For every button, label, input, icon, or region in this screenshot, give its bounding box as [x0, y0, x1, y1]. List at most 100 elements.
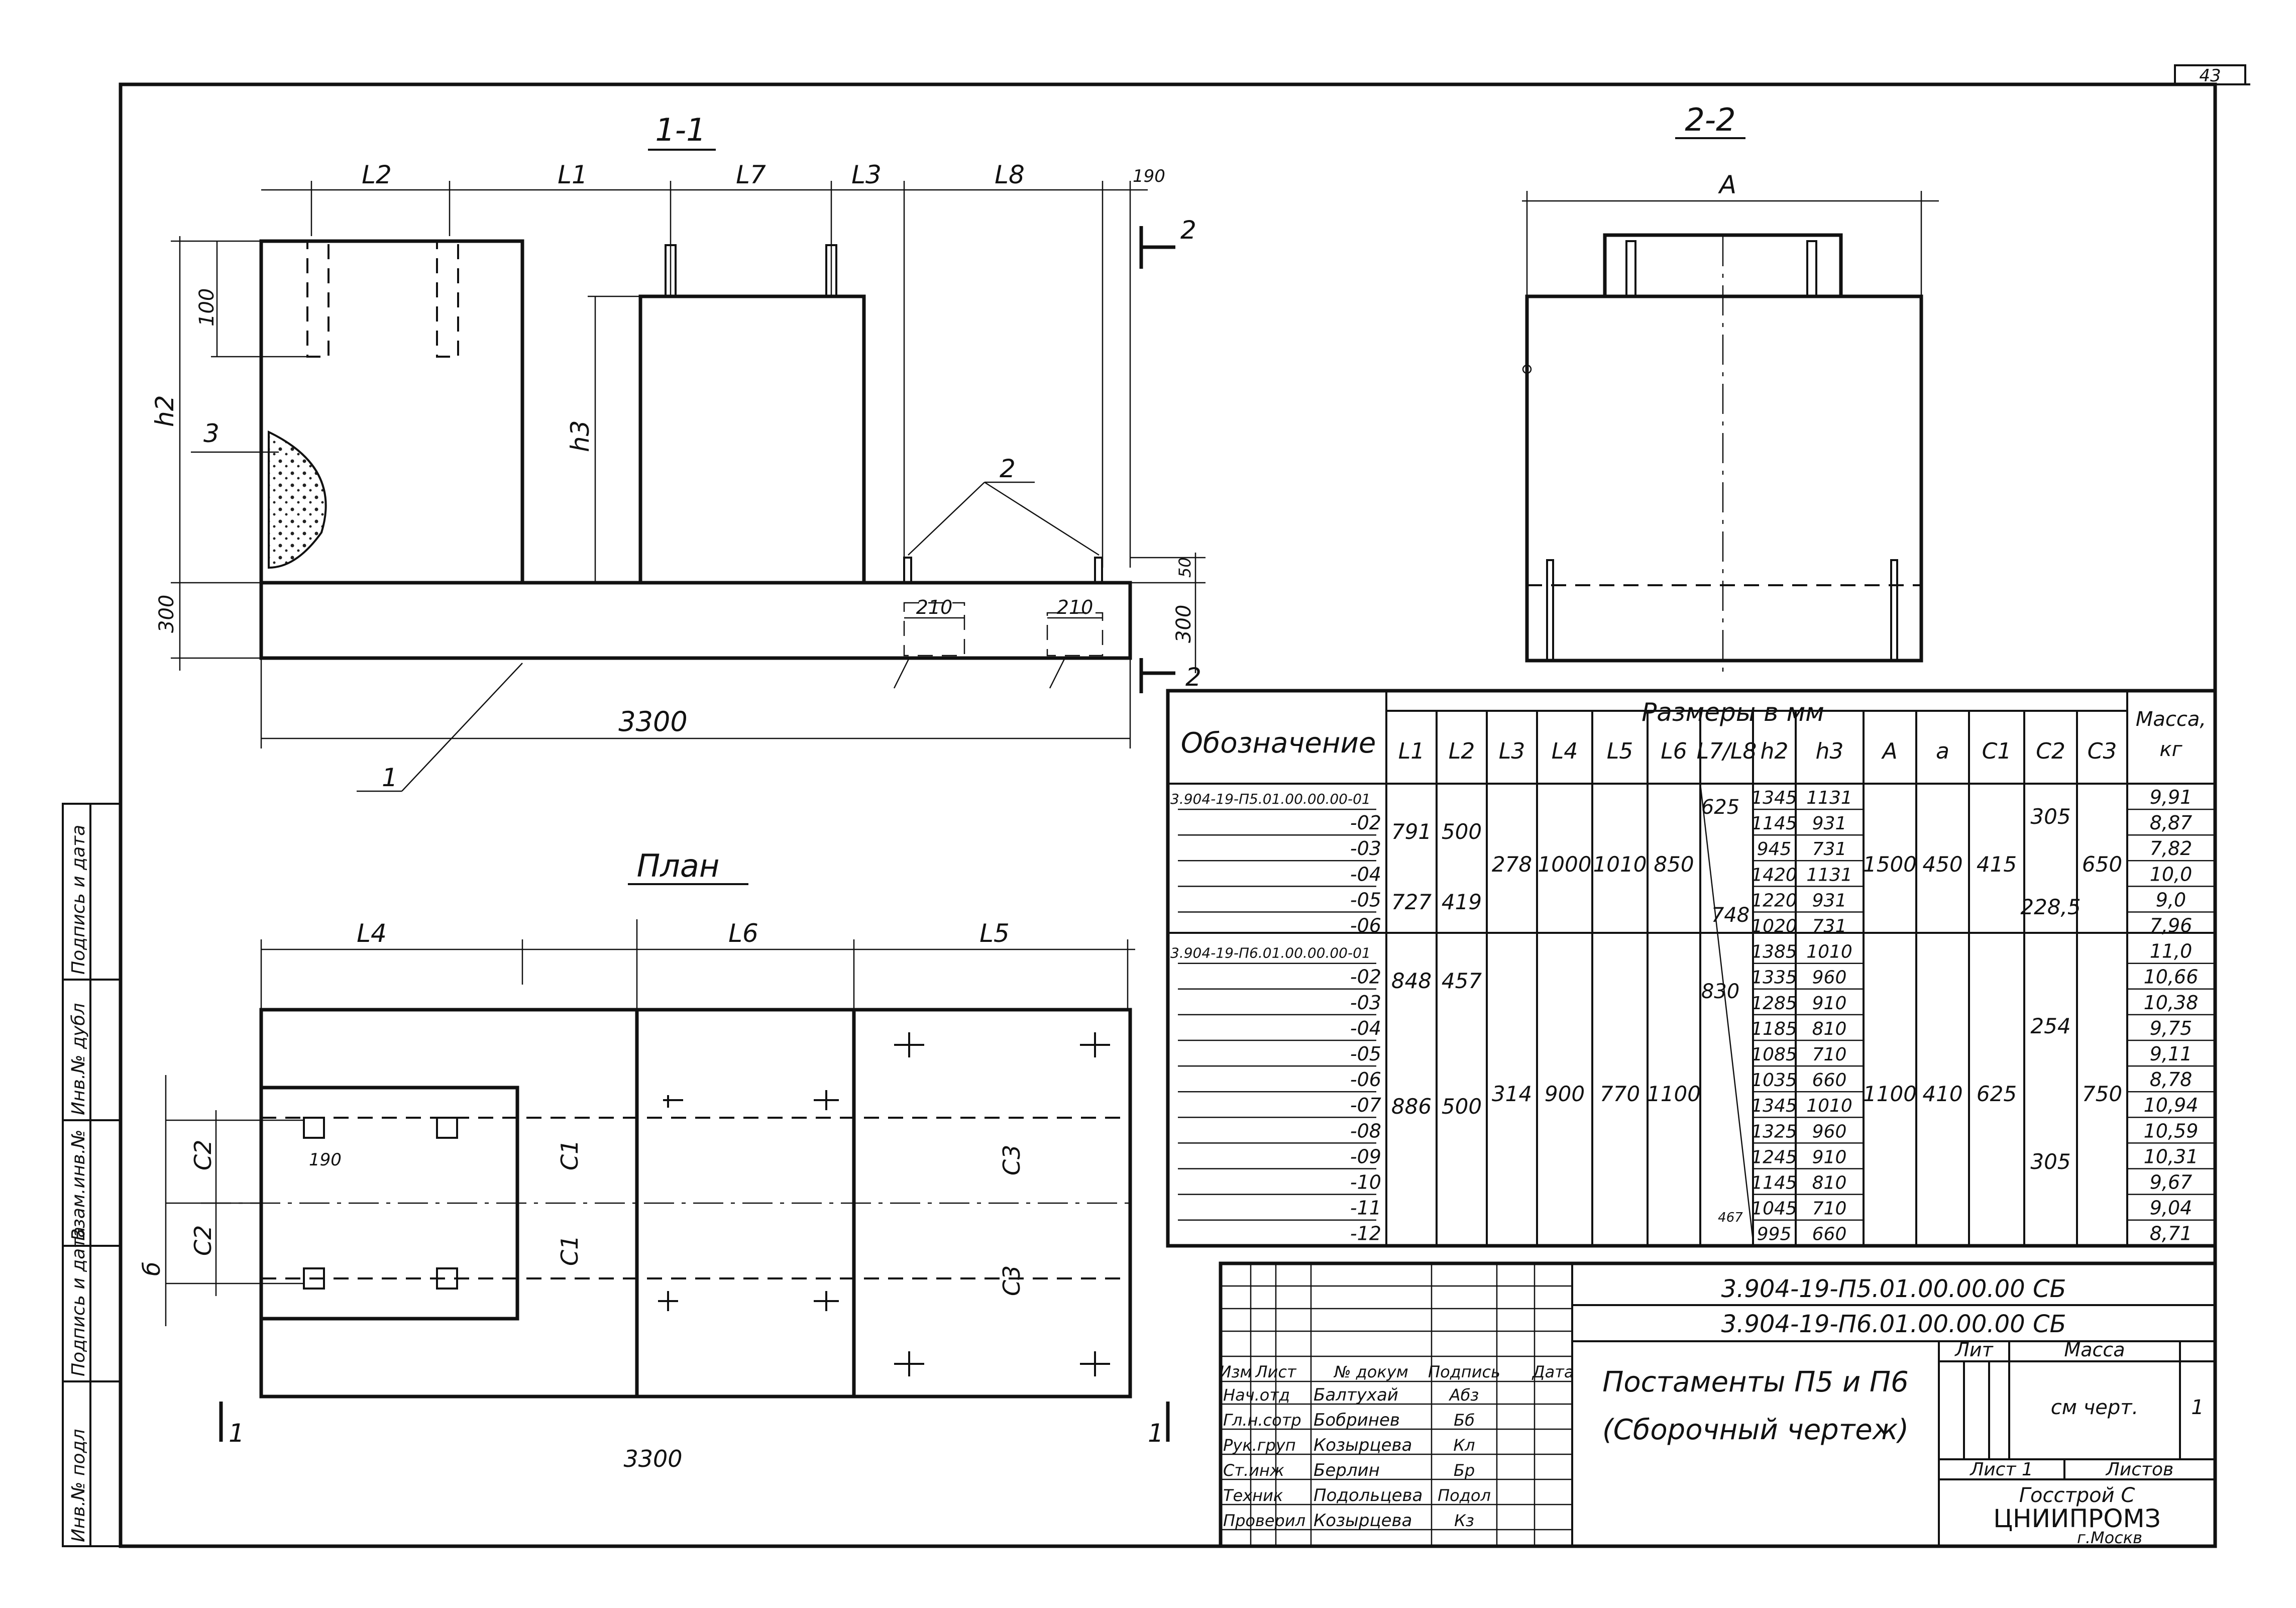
col-header: C1 [1982, 738, 2012, 764]
staff-role: Нач.отд [1223, 1385, 1290, 1405]
cell-mass: 10,94 [2144, 1094, 2199, 1116]
cell-h3: 1010 [1806, 1096, 1852, 1116]
dim-total-3300-plan: 3300 [623, 1445, 682, 1472]
dim-b: б [138, 1262, 165, 1276]
staff-role: Гл.н.сотр [1223, 1411, 1301, 1430]
staff-sign: Бр [1454, 1461, 1475, 1480]
section-1-1-title: 1-1 [655, 112, 706, 148]
org-line-3: г.Москв [2077, 1528, 2142, 1547]
cell-C3: 750 [2082, 1082, 2122, 1106]
dim-100: 100 [195, 288, 218, 327]
sheets-label: Листов [2105, 1459, 2173, 1480]
callout-3: 3 [203, 419, 220, 448]
dim-A: A [1718, 170, 1736, 199]
dim-190-plan: 190 [309, 1150, 342, 1170]
title-header-cell: Дата [1532, 1362, 1574, 1381]
cell-h2: 1245 [1751, 1147, 1797, 1167]
staff-name: Подольцева [1314, 1485, 1423, 1506]
org-line-2: ЦНИИПРОМЗ [1993, 1504, 2161, 1533]
cell-h3: 960 [1812, 968, 1847, 988]
dim-L4: L4 [357, 919, 387, 948]
col-header: L5 [1607, 738, 1633, 764]
cell-h2: 1420 [1751, 865, 1797, 885]
cell-h3: 1010 [1806, 942, 1852, 962]
dim-C2-upper: C2 [189, 1140, 216, 1170]
cell-h2: 1145 [1751, 1173, 1797, 1194]
cell-mass: 8,71 [2150, 1223, 2193, 1245]
col-header: L3 [1499, 738, 1525, 764]
cell-C3: 650 [2082, 852, 2122, 877]
row-designation: -11 [1350, 1197, 1381, 1219]
cell-a: 410 [1922, 1082, 1962, 1106]
cell-A: 1100 [1863, 1082, 1917, 1106]
callout-1: 1 [382, 763, 398, 792]
row-designation: -02 [1350, 812, 1381, 834]
cell-h2: 1285 [1751, 993, 1797, 1014]
cell-h2: 1035 [1751, 1070, 1797, 1091]
sheet-label: Лист 1 [1969, 1459, 2033, 1480]
cell-h3: 1131 [1806, 788, 1852, 808]
cell-L7: 830 [1701, 980, 1739, 1003]
cell-mass: 8,87 [2150, 812, 2193, 834]
cell-mass: 9,11 [2150, 1043, 2193, 1065]
cell-A: 1500 [1863, 852, 1917, 877]
row-designation: 3.904-19-П5.01.00.00.00-01 [1170, 791, 1371, 807]
plan-view: План L4 L6 L5 190 [138, 847, 1170, 1472]
col-header: L7/L8 [1697, 738, 1757, 764]
cell-L4: 900 [1545, 1082, 1585, 1106]
cell-h3: 1131 [1806, 865, 1852, 885]
dim-total-3300: 3300 [618, 706, 687, 737]
row-designation: -12 [1350, 1223, 1381, 1245]
table-mass-header-1: Масса, [2136, 708, 2206, 731]
row-designation: -02 [1350, 966, 1381, 988]
dim-C2-lower: C2 [189, 1225, 216, 1256]
lit-label: Лит [1954, 1339, 1994, 1361]
row-designation: -03 [1350, 837, 1381, 860]
dim-300-left: 300 [155, 595, 178, 633]
cell-h3: 810 [1812, 1019, 1847, 1039]
staff-name: Козырцева [1314, 1511, 1412, 1531]
dim-190: 190 [1133, 166, 1165, 186]
row-designation: -10 [1350, 1171, 1381, 1194]
section-1-1-view: 1-1 L2 L1 L7 L3 L8 190 [150, 112, 1206, 792]
dim-210-b: 210 [1057, 596, 1094, 618]
col-header: L2 [1449, 738, 1475, 764]
cut-2-bottom: 2 [1185, 663, 1201, 692]
cell-C2: 305 [2030, 804, 2070, 829]
staff-sign: Кз [1454, 1511, 1474, 1530]
row-designation: -07 [1350, 1094, 1381, 1116]
dim-L2: L2 [362, 160, 392, 189]
callout-2: 2 [1000, 454, 1016, 483]
cell-h2: 1385 [1751, 942, 1797, 962]
title-block: 3.904-19-П5.01.00.00.00 СБ 3.904-19-П6.0… [1219, 1261, 2217, 1548]
side-stamp-label: Подпись и дата [68, 825, 89, 975]
row-designation: -03 [1350, 992, 1381, 1014]
page-number: 43 [2199, 66, 2221, 86]
dim-L7: L7 [736, 160, 766, 189]
staff-sign: Подол [1438, 1486, 1491, 1505]
table-group-header: Размеры в мм [1642, 698, 1824, 727]
doc-code-1: 3.904-19-П5.01.00.00.00 СБ [1721, 1275, 2066, 1303]
cell-h3: 810 [1812, 1173, 1847, 1194]
cell-mass: 7,96 [2150, 915, 2193, 937]
cell-h2: 1345 [1751, 1096, 1797, 1116]
staff-name: Козырцева [1314, 1435, 1412, 1455]
cell-L2: 457 [1442, 969, 1482, 993]
col-header: L4 [1552, 738, 1578, 764]
cut-1-right: 1 [1148, 1419, 1164, 1448]
cell-a: 450 [1922, 852, 1962, 877]
cell-h2: 1345 [1751, 788, 1797, 808]
cell-L2: 419 [1442, 890, 1482, 914]
side-stamp: Подпись и дата Инв.№ дубл Взам.инв.№ Под… [62, 803, 122, 1547]
cell-L1: 886 [1391, 1094, 1432, 1119]
cell-mass: 7,82 [2150, 837, 2193, 860]
dim-300-right: 300 [1172, 605, 1195, 643]
cell-h3: 660 [1812, 1224, 1847, 1245]
cell-h2: 1145 [1751, 813, 1797, 834]
doc-code-2: 3.904-19-П6.01.00.00.00 СБ [1721, 1310, 2066, 1338]
col-header: L6 [1661, 738, 1687, 764]
table-mass-header-2: кг [2159, 738, 2182, 761]
staff-name: Бобринев [1314, 1410, 1400, 1430]
